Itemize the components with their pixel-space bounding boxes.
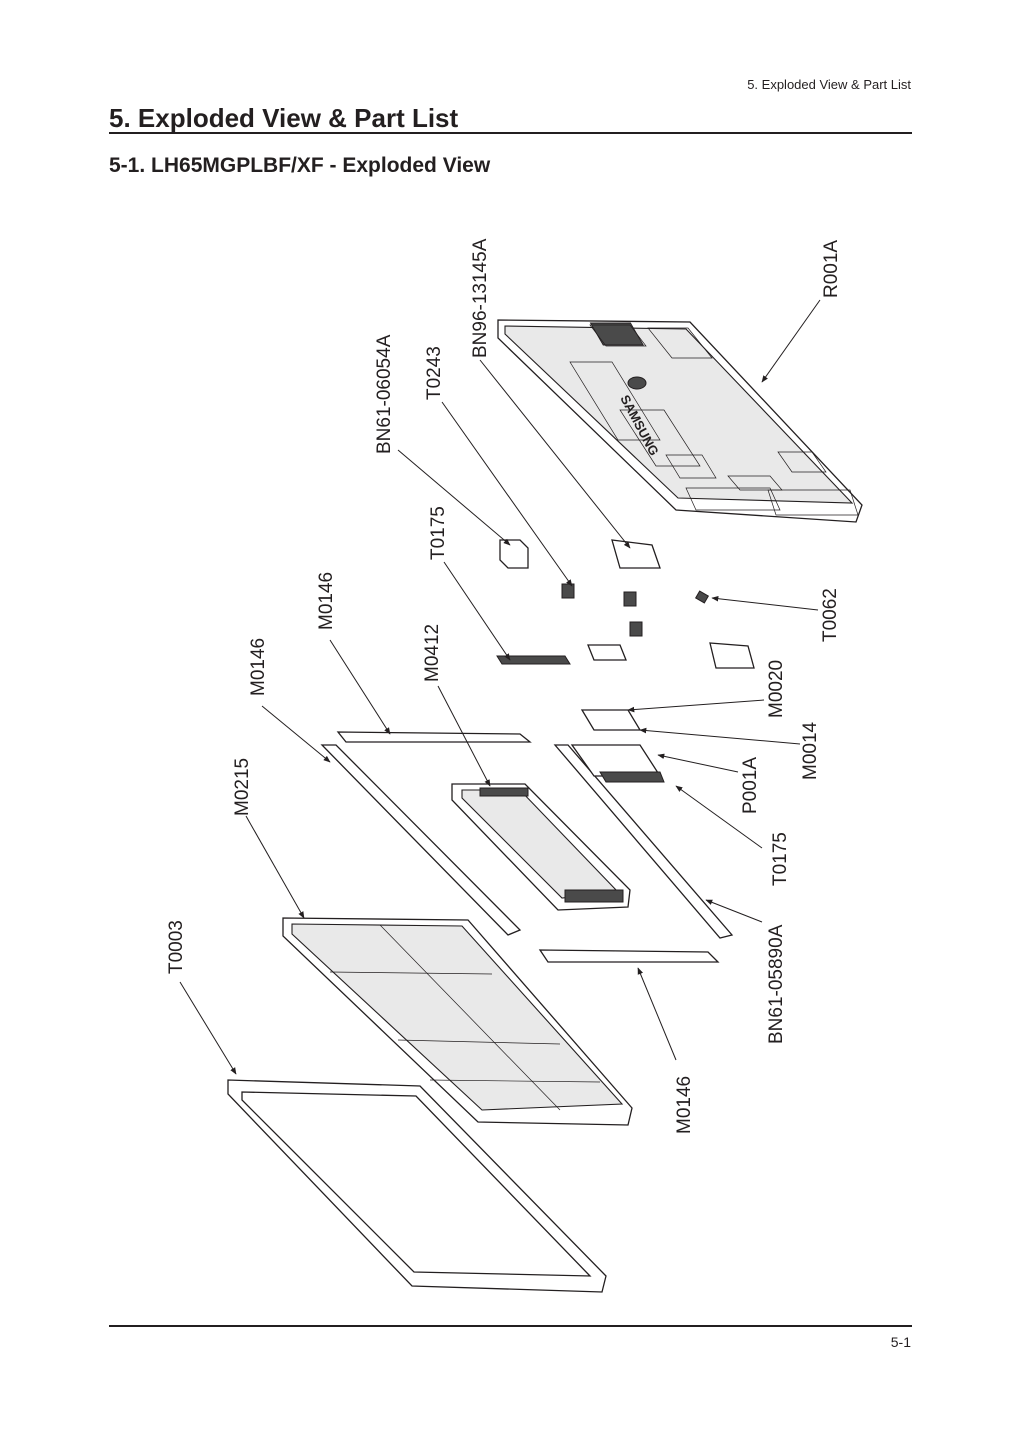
label-m0146-b: M0146 bbox=[248, 638, 269, 696]
running-head: 5. Exploded View & Part List bbox=[747, 77, 911, 92]
label-t0003: T0003 bbox=[166, 920, 187, 974]
footer-rule bbox=[109, 1325, 912, 1327]
label-m0146-a: M0146 bbox=[316, 572, 337, 630]
boards bbox=[570, 709, 665, 783]
label-t0175-bottom: T0175 bbox=[770, 832, 791, 886]
section-title: 5-1. LH65MGPLBF/XF - Exploded View bbox=[109, 154, 491, 177]
rails bbox=[320, 731, 734, 963]
label-m0412: M0412 bbox=[422, 624, 443, 682]
label-r001a: R001A bbox=[821, 240, 842, 298]
label-m0215: M0215 bbox=[232, 758, 253, 816]
leader-lines bbox=[179, 299, 821, 1075]
label-t0243: T0243 bbox=[424, 346, 445, 400]
label-bn61-05890a: BN61-05890A bbox=[766, 924, 787, 1044]
label-t0062: T0062 bbox=[820, 588, 841, 642]
main-chassis bbox=[451, 783, 631, 911]
label-m0020: M0020 bbox=[766, 660, 787, 718]
page-number: 5-1 bbox=[890, 1334, 911, 1350]
upper-brackets bbox=[496, 539, 755, 669]
page-title: 5. Exploded View & Part List bbox=[109, 103, 459, 133]
front-bezel bbox=[227, 1079, 607, 1293]
label-m0014: M0014 bbox=[800, 721, 821, 780]
label-bn61-06054a: BN61-06054A bbox=[374, 334, 395, 454]
label-m0146-c: M0146 bbox=[674, 1076, 695, 1134]
title-rule bbox=[109, 132, 912, 134]
middle-frame bbox=[282, 917, 633, 1126]
rear-cover: SAMSUNG bbox=[497, 319, 863, 523]
part-labels: BN96-13145A R001A T0243 BN61-06054A T017… bbox=[166, 238, 842, 1134]
label-bn96-13145a: BN96-13145A bbox=[470, 238, 491, 358]
label-t0175-top: T0175 bbox=[428, 506, 449, 560]
label-p001a: P001A bbox=[740, 757, 761, 814]
